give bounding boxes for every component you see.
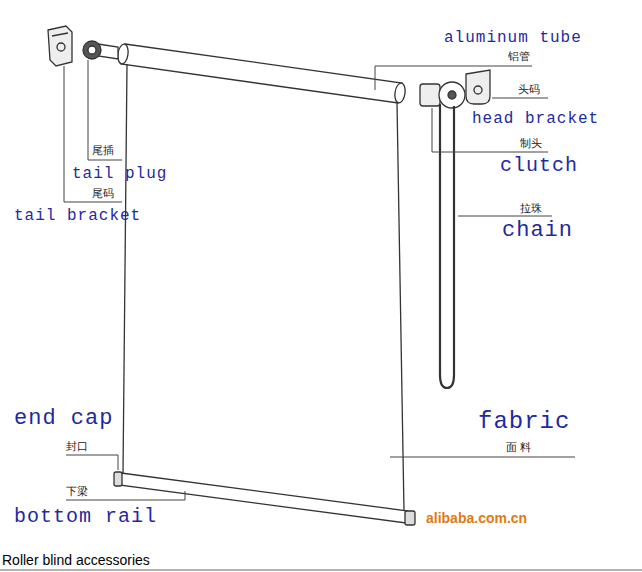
end-cap <box>114 472 122 486</box>
fabric-edge <box>397 103 404 512</box>
clutch-body <box>420 84 440 106</box>
bottom-rail <box>119 473 408 523</box>
tail-plug <box>83 41 101 59</box>
part-name-zh: 尾插 <box>92 145 114 156</box>
part-name: clutch <box>500 156 578 176</box>
part-name: fabric <box>478 410 570 434</box>
leader-line <box>492 98 548 99</box>
part-name-zh: 尾码 <box>92 188 114 199</box>
leader-line <box>375 66 532 90</box>
part-name-zh: 制头 <box>520 138 542 149</box>
aluminum-tube <box>121 44 402 103</box>
figure-caption: Roller blind accessories <box>2 553 150 567</box>
part-name-zh: 下梁 <box>66 486 88 497</box>
part-name: aluminum tube <box>444 30 582 46</box>
part-name: bottom rail <box>14 507 157 527</box>
part-name-zh: 铝管 <box>508 51 530 62</box>
part-name: tail bracket <box>14 208 141 224</box>
leader-line <box>88 60 122 160</box>
part-name-zh: 拉珠 <box>520 203 542 214</box>
part-name: tail plug <box>72 166 167 182</box>
watermark: alibaba.com.cn <box>426 511 527 525</box>
end-cap <box>405 511 415 525</box>
part-name-zh: 封口 <box>66 441 88 452</box>
fabric-edge <box>123 64 127 474</box>
clutch-hub <box>448 91 456 99</box>
bracket-hole <box>474 86 482 94</box>
bracket-detail <box>52 33 68 36</box>
head-bracket <box>466 70 490 104</box>
chain-loop <box>440 104 454 388</box>
tube-end <box>394 82 407 103</box>
part-name-zh: 面 料 <box>506 442 532 453</box>
clutch-wheel <box>439 82 465 108</box>
part-name: head bracket <box>472 111 599 127</box>
tail-plug-hub <box>88 46 96 54</box>
part-name-zh: 头码 <box>518 84 540 95</box>
tail-bracket <box>48 26 72 66</box>
leader-line <box>66 455 118 470</box>
part-name: chain <box>502 220 573 242</box>
leader-line <box>390 457 575 458</box>
bracket-hole <box>57 43 65 51</box>
leader-line <box>458 216 552 217</box>
part-name: end cap <box>14 408 113 430</box>
caption-rule <box>0 570 642 571</box>
